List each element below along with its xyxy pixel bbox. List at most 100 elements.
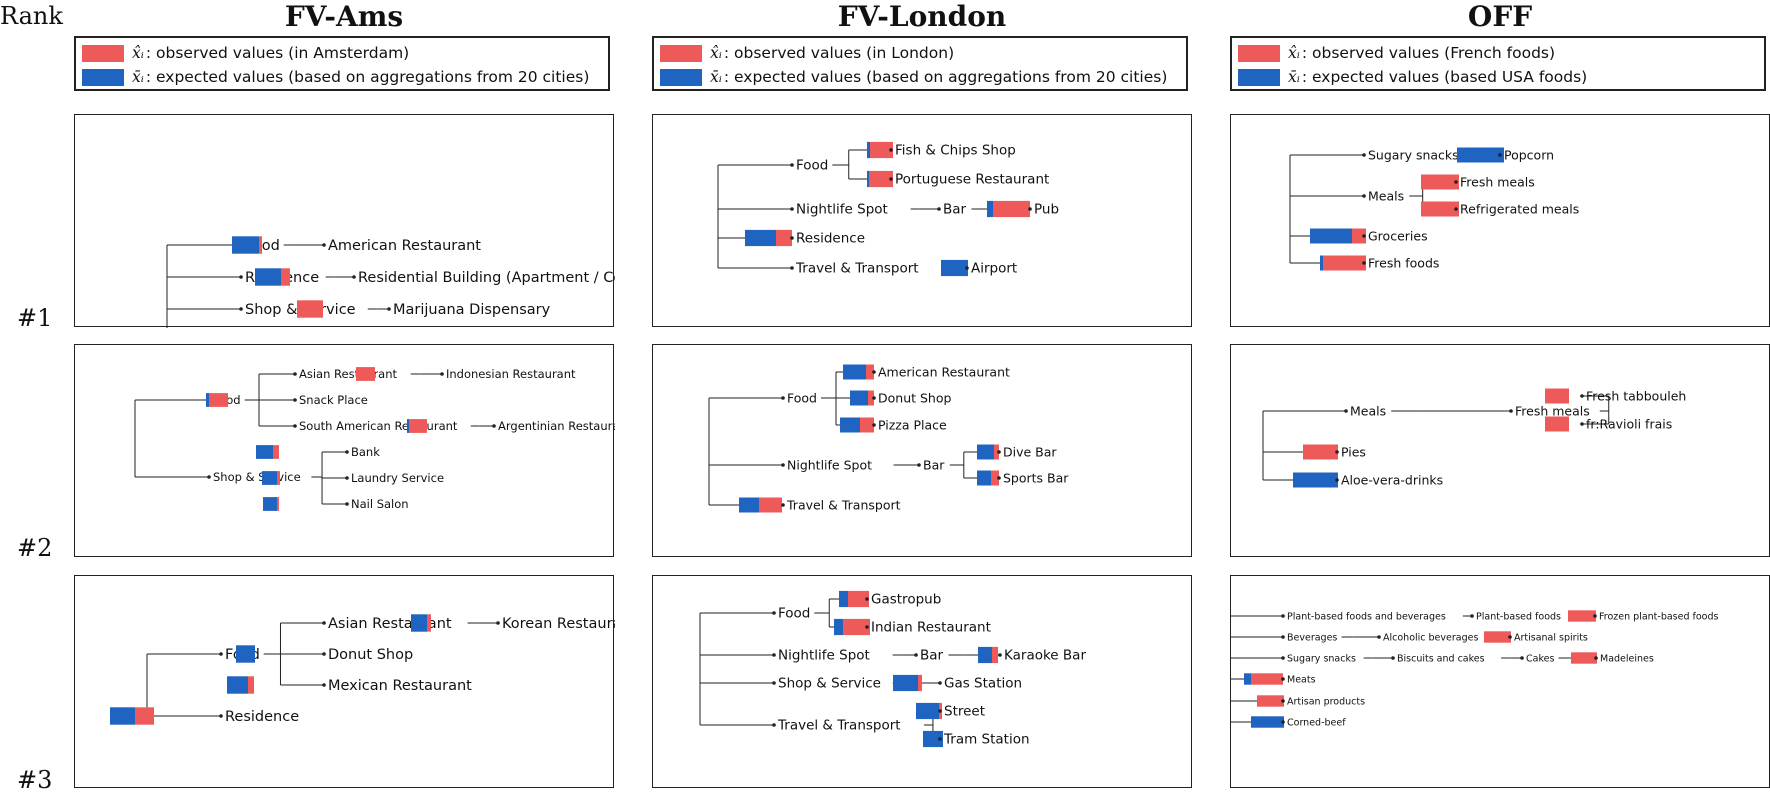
legend-expected-row: x̄ᵢ : expected values (based USA foods) <box>1238 66 1587 88</box>
node-dot <box>1470 614 1474 618</box>
node-label-south-american-restaurant: South American Restaurant <box>299 419 458 433</box>
node-dot <box>1391 656 1395 660</box>
observed-bar <box>248 676 254 694</box>
node-label-residential-building-apartment-condo: Residential Building (Apartment / Condo) <box>358 270 615 286</box>
node-label-fresh-meals: Fresh meals <box>1460 174 1535 189</box>
observed-bar <box>297 300 323 318</box>
node-label-residence: Residence <box>796 231 865 247</box>
expected-bar <box>227 676 248 694</box>
observed-bar <box>992 646 998 664</box>
legend-observed-row: x̂ᵢ : observed values (in Amsterdam) <box>82 42 409 64</box>
node-dot <box>872 370 876 374</box>
node-label-meals: Meals <box>1368 188 1404 203</box>
node-dot <box>1281 677 1285 681</box>
node-dot <box>1362 153 1366 157</box>
node-dot <box>1335 450 1339 454</box>
node-dot <box>1509 409 1513 413</box>
node-dot <box>914 653 918 657</box>
node-dot <box>1281 656 1285 660</box>
node-label-fr-ravioli-frais: fr:Ravioli frais <box>1586 416 1672 431</box>
node-label-portuguese-restaurant: Portuguese Restaurant <box>895 172 1049 188</box>
node-dot <box>865 597 869 601</box>
observed-text: : observed values (in Amsterdam) <box>145 44 410 62</box>
node-dot <box>790 163 794 167</box>
expected-bar <box>941 259 968 277</box>
node-dot <box>345 450 349 454</box>
observed-bar <box>1303 444 1338 460</box>
node-dot <box>790 236 794 240</box>
observed-bar <box>1484 631 1511 643</box>
expected-bar <box>843 364 866 380</box>
observed-bar <box>759 497 782 513</box>
expected-bar <box>411 614 427 632</box>
node-dot <box>219 714 223 718</box>
node-dot <box>1508 635 1512 639</box>
node-dot <box>1335 478 1339 482</box>
node-label-shop-service: Shop & Service <box>213 470 301 484</box>
node-dot <box>239 275 243 279</box>
node-dot <box>322 621 326 625</box>
observed-bar <box>277 471 280 485</box>
node-dot <box>1281 720 1285 724</box>
column-title-fv-london: FV-London <box>837 0 1007 33</box>
node-label-biscuits-and-cakes: Biscuits and cakes <box>1397 653 1485 664</box>
node-label-travel-transport: Travel & Transport <box>786 497 901 512</box>
observed-bar <box>918 674 922 692</box>
node-dot <box>1520 656 1524 660</box>
node-label-nightlife-spot: Nightlife Spot <box>778 648 870 664</box>
node-dot <box>938 737 942 741</box>
observed-bar <box>277 497 279 511</box>
node-label-street: Street <box>944 704 985 720</box>
node-dot <box>239 307 243 311</box>
observed-bar <box>994 444 999 460</box>
expected-bar <box>236 645 255 663</box>
observed-bar <box>993 200 1030 218</box>
node-label-artisan-products: Artisan products <box>1287 696 1365 707</box>
node-label-bar: Bar <box>923 457 945 472</box>
observed-symbol: x̂ᵢ <box>710 44 722 62</box>
node-dot <box>1281 699 1285 703</box>
expected-bar <box>232 236 259 254</box>
node-label-bar: Bar <box>943 202 967 218</box>
node-label-plant-based-foods: Plant-based foods <box>1476 611 1561 622</box>
observed-bar <box>991 470 999 486</box>
node-dot <box>1362 194 1366 198</box>
observed-swatch <box>1238 44 1280 62</box>
node-label-marijuana-dispensary: Marijuana Dispensary <box>393 302 551 318</box>
observed-bar <box>356 367 375 381</box>
node-label-shop-service: Shop & Service <box>778 676 881 692</box>
node-label-artisanal-spirits: Artisanal spirits <box>1514 632 1588 643</box>
observed-bar <box>1568 610 1596 622</box>
node-label-indonesian-restaurant: Indonesian Restaurant <box>446 367 576 381</box>
node-dot <box>865 625 869 629</box>
observed-text: : observed values (French foods) <box>1301 44 1556 62</box>
node-dot <box>1593 614 1597 618</box>
node-dot <box>937 207 941 211</box>
node-label-fresh-tabbouleh: Fresh tabbouleh <box>1586 388 1686 403</box>
expected-text: : expected values (based on aggregations… <box>145 68 590 86</box>
node-label-groceries: Groceries <box>1368 228 1428 243</box>
expected-bar <box>893 674 918 692</box>
node-label-beverages: Beverages <box>1287 632 1337 643</box>
column-title-fv-ams: FV-Ams <box>284 0 404 33</box>
expected-swatch <box>1238 68 1280 86</box>
rank-header: Rank <box>0 2 63 30</box>
node-label-corned-beef: Corned-beef <box>1287 717 1346 728</box>
legend-observed-row: x̂ᵢ : observed values (French foods) <box>1238 42 1555 64</box>
node-label-pies: Pies <box>1341 444 1366 459</box>
node-dot <box>1580 422 1584 426</box>
expected-bar <box>867 170 869 188</box>
node-dot <box>207 475 211 479</box>
node-dot <box>345 502 349 506</box>
node-label-donut-shop: Donut Shop <box>328 647 413 663</box>
expected-swatch <box>660 68 702 86</box>
expected-symbol: x̄ᵢ <box>132 68 144 86</box>
node-dot <box>1028 207 1032 211</box>
observed-bar <box>1251 673 1283 685</box>
